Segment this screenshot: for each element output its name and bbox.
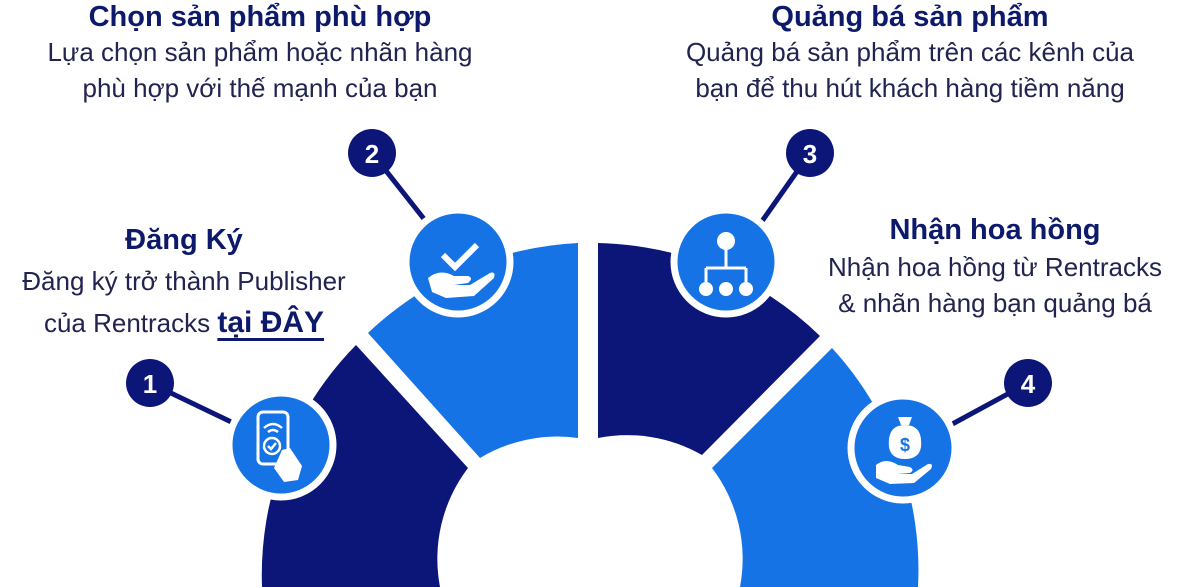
svg-text:2: 2 bbox=[365, 139, 379, 169]
hand-check-icon bbox=[402, 206, 514, 318]
phone-tap-icon bbox=[225, 389, 337, 501]
step-4-text: Nhận hoa hồng Nhận hoa hồng từ Rentracks… bbox=[800, 213, 1183, 321]
step-3-desc-line2: bạn để thu hút khách hàng tiềm năng bbox=[695, 73, 1125, 103]
step-1-title: Đăng Ký bbox=[125, 224, 243, 256]
register-link[interactable]: tại ĐÂY bbox=[217, 306, 325, 339]
svg-text:4: 4 bbox=[1021, 369, 1036, 399]
network-icon bbox=[670, 206, 782, 318]
step-2-desc-line2: phù hợp với thế mạnh của bạn bbox=[82, 73, 438, 103]
step-2-title: Chọn sản phẩm phù hợp bbox=[88, 1, 432, 33]
step-3-desc-line1: Quảng bá sản phẩm trên các kênh của bbox=[685, 37, 1135, 67]
step-1-desc-prefix: của Rentracks bbox=[43, 308, 211, 338]
svg-text:3: 3 bbox=[803, 139, 817, 169]
step-badge-1: 1 bbox=[126, 359, 174, 407]
step-3-text: Quảng bá sản phẩm Quảng bá sản phẩm trên… bbox=[650, 0, 1170, 106]
step-4-desc-line2: & nhãn hàng bạn quảng bá bbox=[838, 288, 1152, 318]
step-1-desc-line2: của Rentracks tại ĐÂY bbox=[0, 305, 368, 341]
step-3-title: Quảng bá sản phẩm bbox=[771, 1, 1049, 33]
step-2-desc-line1: Lựa chọn sản phẩm hoặc nhãn hàng bbox=[47, 37, 473, 67]
step-4-desc-line1: Nhận hoa hồng từ Rentracks bbox=[828, 252, 1162, 282]
step-1-text: Đăng Ký Đăng ký trở thành Publisher của … bbox=[0, 223, 368, 341]
step-2-text: Chọn sản phẩm phù hợp Lựa chọn sản phẩm … bbox=[0, 0, 520, 106]
svg-text:$: $ bbox=[900, 435, 910, 455]
step-4-title: Nhận hoa hồng bbox=[889, 214, 1101, 246]
step-badge-3: 3 bbox=[786, 129, 834, 177]
step-1-desc-line1: Đăng ký trở thành Publisher bbox=[22, 266, 346, 296]
money-bag-hand-icon: $ bbox=[847, 392, 959, 504]
step-badge-4: 4 bbox=[1004, 359, 1052, 407]
step-badge-2: 2 bbox=[348, 129, 396, 177]
svg-text:1: 1 bbox=[143, 369, 157, 399]
